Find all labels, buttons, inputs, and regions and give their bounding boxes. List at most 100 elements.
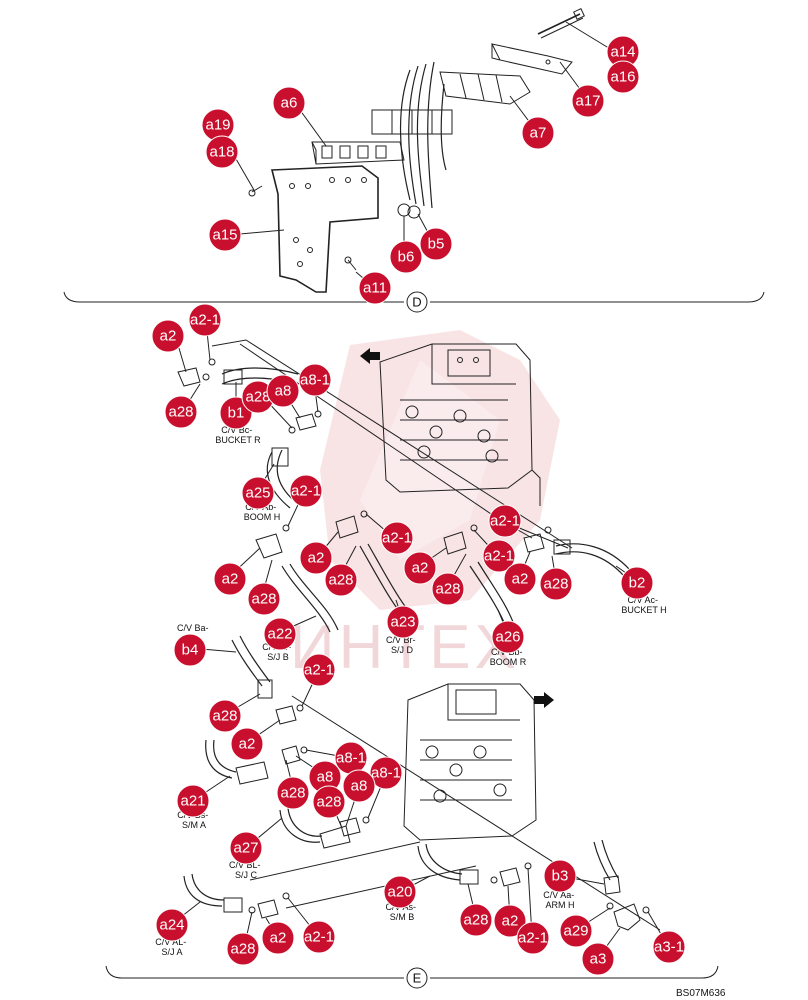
svg-text:a2-1: a2-1 [291, 483, 321, 500]
callout-a2-1[interactable]: a2-1 [482, 539, 516, 573]
callout-a17[interactable]: a17 [571, 84, 605, 118]
svg-text:a16: a16 [610, 69, 635, 86]
section-e-drawing [177, 339, 661, 931]
svg-text:a28: a28 [212, 708, 237, 725]
svg-text:a2: a2 [160, 328, 177, 345]
callout-a22[interactable]: a22 [263, 617, 297, 651]
svg-text:a2: a2 [308, 550, 325, 567]
callout-a2-1[interactable]: a2-1 [488, 504, 522, 538]
callout-a2[interactable]: a2 [493, 904, 527, 938]
callout-a15[interactable]: a15 [208, 218, 242, 252]
callout-a28[interactable]: a28 [312, 785, 346, 819]
callout-a25[interactable]: a25 [241, 476, 275, 510]
port-label-bucket-r: C/V Bc- BUCKET R [215, 425, 261, 445]
reference-code: BS07M636 [676, 988, 726, 999]
callout-a14[interactable]: a14 [606, 35, 640, 69]
svg-text:b3: b3 [552, 868, 569, 885]
callout-b5[interactable]: b5 [419, 227, 453, 261]
svg-text:a28: a28 [251, 591, 276, 608]
svg-text:a8-1: a8-1 [371, 765, 401, 782]
callout-a8-1[interactable]: a8-1 [369, 756, 403, 790]
svg-text:a28: a28 [245, 389, 270, 406]
callout-a26[interactable]: a26 [491, 620, 525, 654]
callout-b4[interactable]: b4 [173, 633, 207, 667]
callout-a28[interactable]: a28 [164, 395, 198, 429]
svg-text:a8-1: a8-1 [336, 750, 366, 767]
svg-text:a8: a8 [317, 769, 334, 786]
callout-a6[interactable]: a6 [272, 86, 306, 120]
callout-a28[interactable]: a28 [459, 903, 493, 937]
port-label-br-sjd: C/V Br- S/J D [386, 635, 418, 655]
callout-b3[interactable]: b3 [543, 859, 577, 893]
svg-text:a8: a8 [351, 778, 368, 795]
callout-a8-1[interactable]: a8-1 [298, 363, 332, 397]
callout-a2[interactable]: a2 [213, 562, 247, 596]
callout-a28[interactable]: a28 [208, 699, 242, 733]
svg-text:b6: b6 [398, 249, 415, 266]
callout-a16[interactable]: a16 [606, 60, 640, 94]
callout-a28[interactable]: a28 [226, 932, 260, 966]
svg-text:b5: b5 [428, 236, 445, 253]
callout-a2-1[interactable]: a2-1 [302, 920, 336, 954]
svg-text:a28: a28 [435, 581, 460, 598]
callout-a2-1[interactable]: a2-1 [188, 303, 222, 337]
callout-a28[interactable]: a28 [241, 380, 275, 414]
callout-a20[interactable]: a20 [383, 875, 417, 909]
callout-a2-1[interactable]: a2-1 [380, 521, 414, 555]
callout-a3[interactable]: a3 [581, 942, 615, 976]
callout-a3-1[interactable]: a3-1 [652, 930, 686, 964]
callout-a2[interactable]: a2 [261, 921, 295, 955]
callout-b2[interactable]: b2 [620, 566, 654, 600]
callout-a11[interactable]: a11 [358, 271, 392, 305]
svg-text:a27: a27 [233, 840, 258, 857]
svg-text:a2-1: a2-1 [190, 312, 220, 329]
callout-a28[interactable]: a28 [324, 563, 358, 597]
callout-a28[interactable]: a28 [431, 572, 465, 606]
port-label-bucket-h: C/V Ac- BUCKET H [621, 595, 666, 615]
callout-a28[interactable]: a28 [276, 776, 310, 810]
callout-a18[interactable]: a18 [205, 135, 239, 169]
svg-text:a29: a29 [563, 923, 588, 940]
svg-text:a17: a17 [575, 93, 600, 110]
section-d-bracket: D [63, 291, 765, 313]
callout-a27[interactable]: a27 [229, 831, 263, 865]
section-e-bracket: E [105, 965, 719, 989]
callout-a8-1[interactable]: a8-1 [334, 741, 368, 775]
callout-b6[interactable]: b6 [389, 240, 423, 274]
svg-text:b4: b4 [182, 642, 199, 659]
svg-text:a2-1: a2-1 [304, 662, 334, 679]
svg-text:a7: a7 [530, 125, 547, 142]
callout-a2-1[interactable]: a2-1 [289, 474, 323, 508]
svg-text:a28: a28 [328, 572, 353, 589]
svg-text:a28: a28 [316, 794, 341, 811]
arrow-left-icon [360, 348, 380, 364]
callout-a21[interactable]: a21 [176, 784, 210, 818]
svg-text:a6: a6 [281, 95, 298, 112]
svg-text:a22: a22 [267, 626, 292, 643]
callout-a2[interactable]: a2 [403, 551, 437, 585]
callout-a2[interactable]: a2 [151, 319, 185, 353]
callout-a28[interactable]: a28 [539, 567, 573, 601]
svg-text:a18: a18 [209, 144, 234, 161]
callout-a2[interactable]: a2 [503, 562, 537, 596]
callout-a29[interactable]: a29 [559, 914, 593, 948]
svg-text:a24: a24 [159, 917, 184, 934]
callout-a2[interactable]: a2 [299, 541, 333, 575]
callout-a28[interactable]: a28 [247, 582, 281, 616]
callout-a2-1[interactable]: a2-1 [516, 921, 550, 955]
callout-a2-1[interactable]: a2-1 [302, 653, 336, 687]
callout-a24[interactable]: a24 [155, 908, 189, 942]
section-letter-e: E [413, 971, 422, 986]
callout-a2[interactable]: a2 [230, 727, 264, 761]
svg-text:a28: a28 [463, 912, 488, 929]
callout-a23[interactable]: a23 [386, 605, 420, 639]
callout-a7[interactable]: a7 [521, 116, 555, 150]
svg-text:a25: a25 [245, 485, 270, 502]
svg-text:a26: a26 [495, 629, 520, 646]
callout-a8[interactable]: a8 [342, 769, 376, 803]
callout-a8[interactable]: a8 [266, 374, 300, 408]
port-label-al-sja: C/V AL- S/J A [155, 937, 189, 957]
svg-text:a8: a8 [275, 383, 292, 400]
